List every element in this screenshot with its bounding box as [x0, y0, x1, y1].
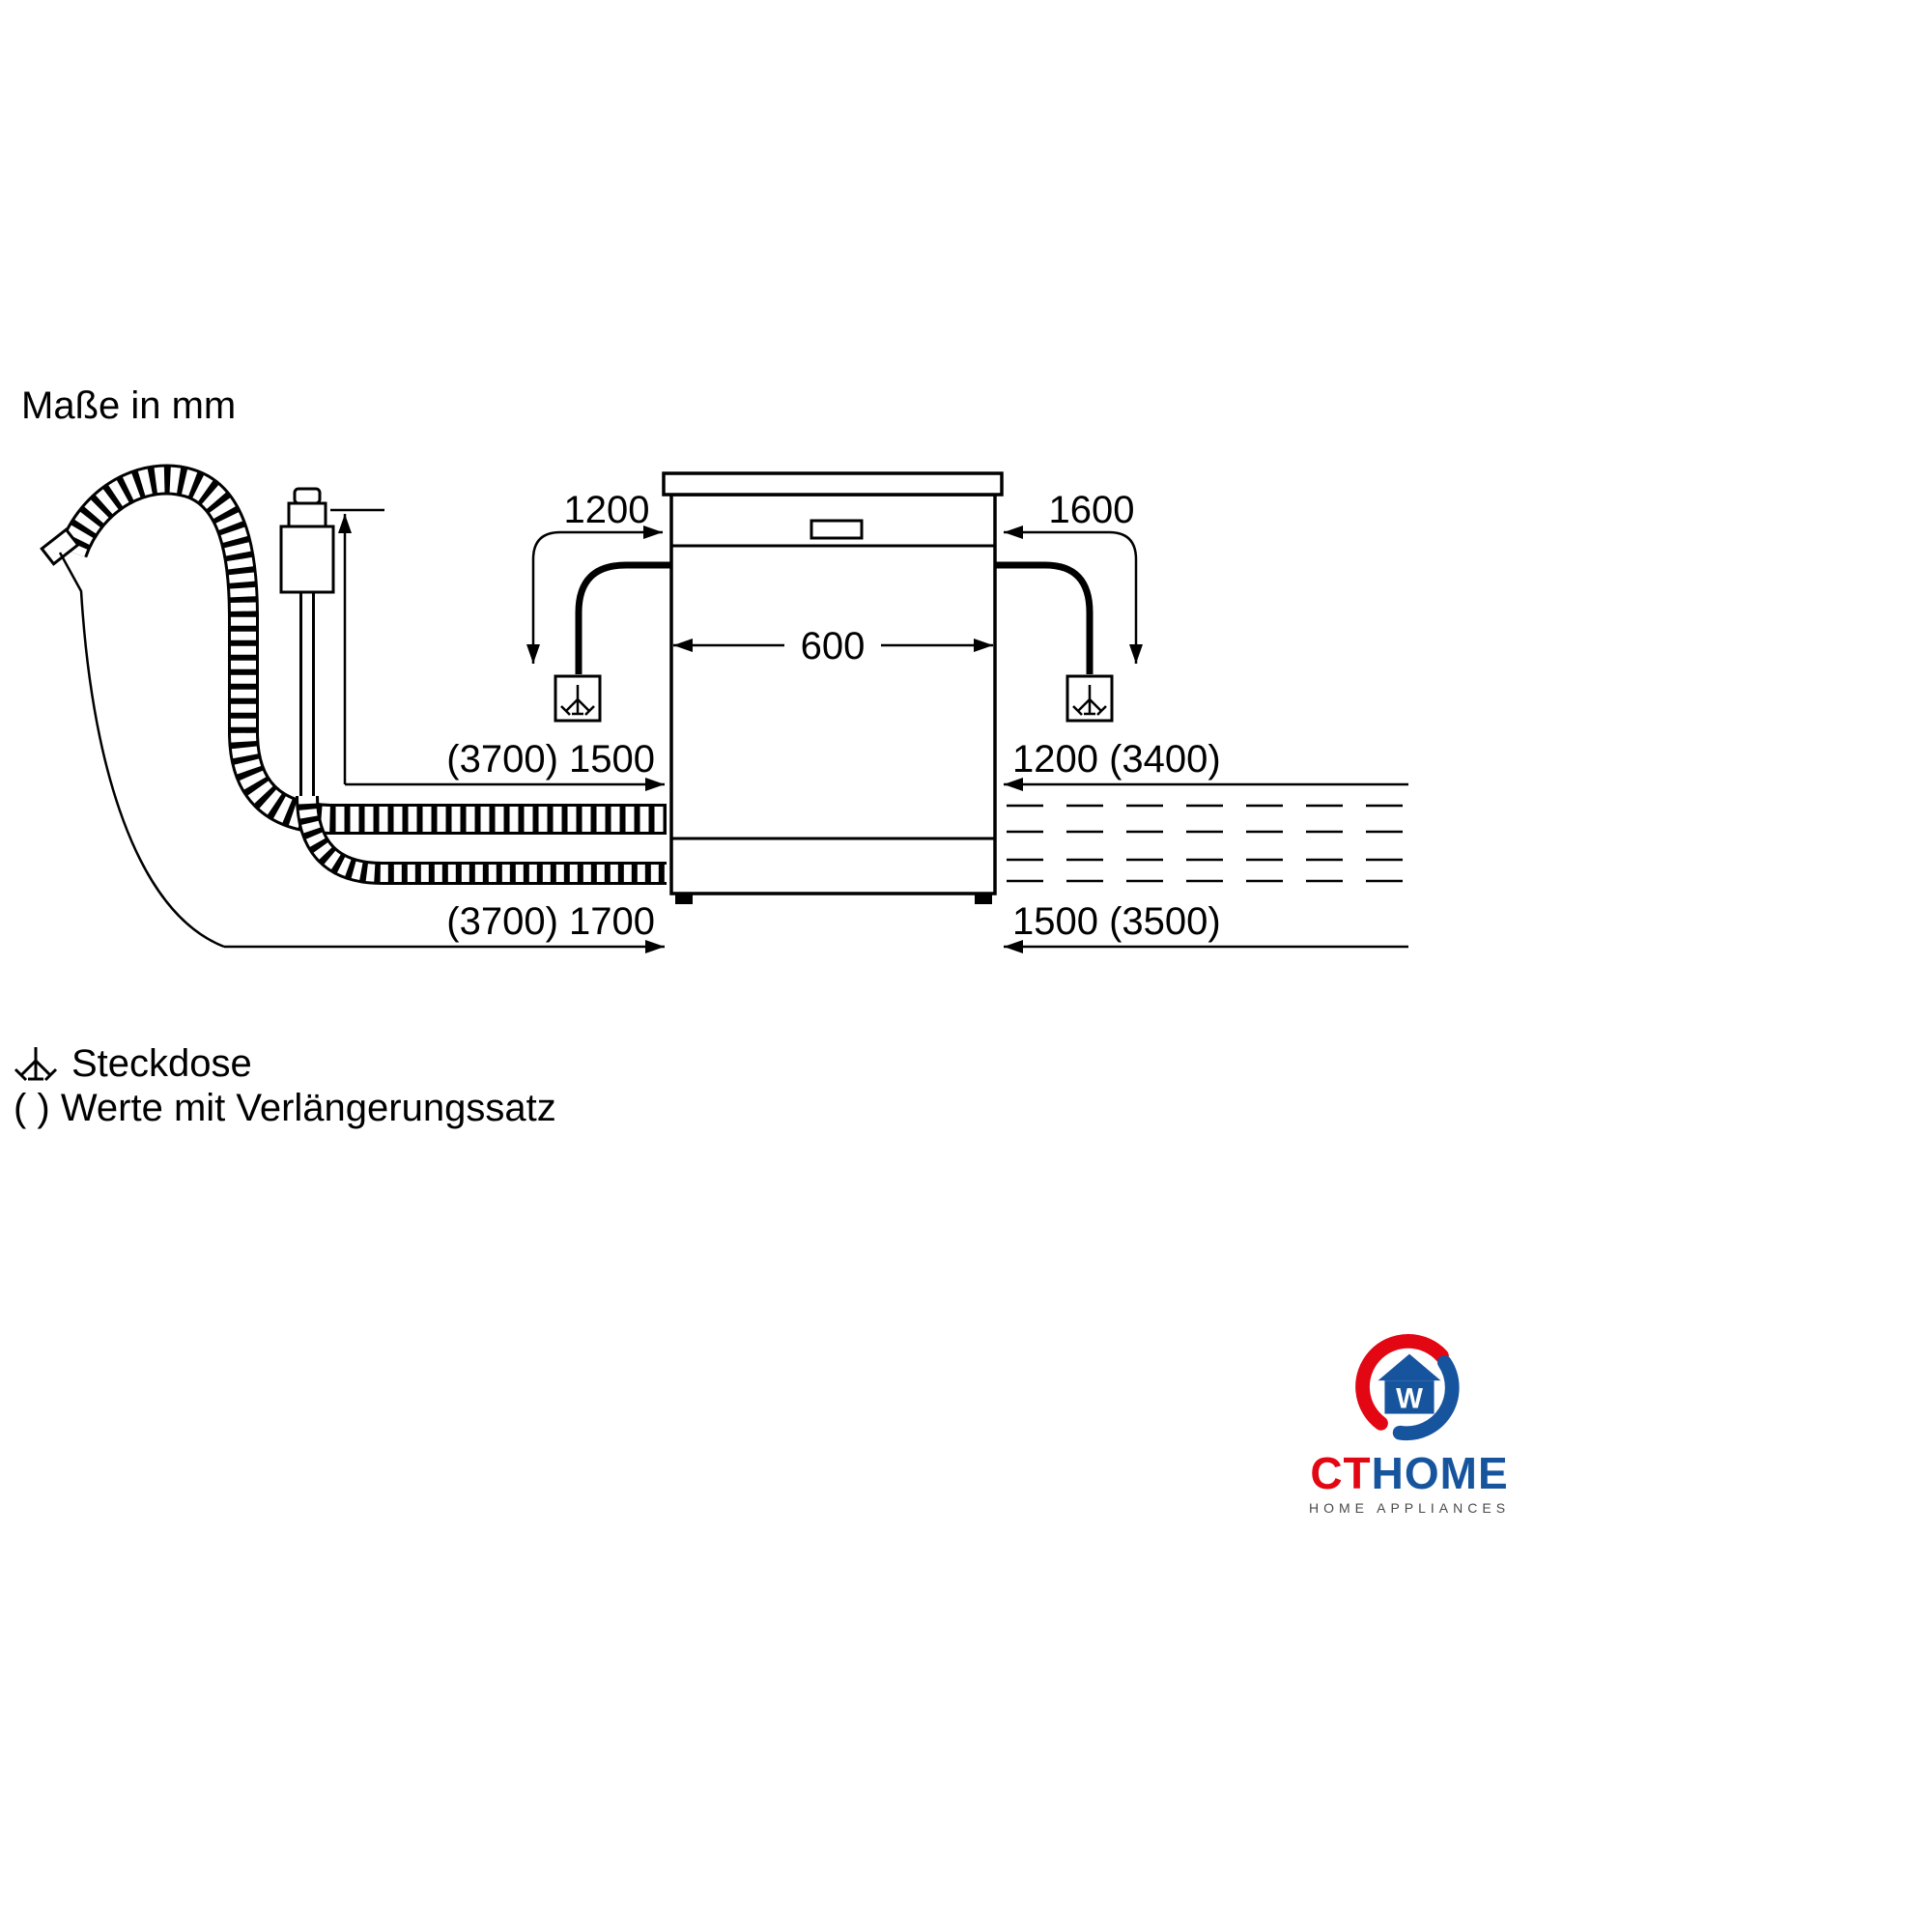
logo-brand-home: HOME [1371, 1448, 1509, 1498]
dishwasher-body [669, 493, 997, 895]
socket-symbol-left [554, 674, 602, 723]
drain-hose-end-cap [40, 527, 80, 566]
socket-icon [14, 1047, 58, 1082]
foot-right [975, 894, 992, 904]
dim-label-socket-left: 1200 [564, 489, 650, 531]
cthome-logo: W CTHOME HOME APPLIANCES [1308, 1331, 1511, 1516]
dimension-lines [58, 508, 1408, 953]
dishwasher [662, 471, 1004, 904]
dishwasher-handle [810, 519, 864, 540]
logo-brand-ct: CT [1310, 1448, 1372, 1498]
supply-hose [296, 590, 667, 885]
dim-socket-right-line [1004, 526, 1143, 664]
logo-house-roof [1378, 1353, 1441, 1381]
legend: Steckdose ( ) Werte mit Verlängerungssat… [14, 1041, 556, 1130]
dim-label-socket-right: 1600 [1049, 489, 1135, 531]
legend-socket-label: Steckdose [71, 1041, 252, 1085]
dim-socket-left-line [526, 526, 663, 664]
logo-tagline: HOME APPLIANCES [1308, 1500, 1511, 1516]
foot-left [675, 894, 693, 904]
logo-house-body [1384, 1380, 1435, 1414]
logo-house-letter: W [1396, 1383, 1423, 1415]
cthome-logo-mark: W [1355, 1333, 1460, 1441]
legend-extension-note: ( ) Werte mit Verlängerungssatz [14, 1086, 556, 1129]
tap-connector [279, 487, 335, 594]
dim-label-lower-right: 1500 (3500) [1012, 900, 1221, 943]
dim-drain-leader-curve [58, 552, 225, 949]
dim-label-width: 600 [801, 625, 866, 668]
legend-socket-row: Steckdose [14, 1041, 556, 1086]
socket-symbol-right [1065, 674, 1114, 723]
logo-brand-text: CTHOME [1310, 1451, 1508, 1495]
dishwasher-top [662, 471, 1004, 497]
drain-hose [40, 464, 667, 835]
extension-dashed-lines [1007, 804, 1408, 883]
legend-extension-row: ( ) Werte mit Verlängerungssatz [14, 1086, 556, 1130]
page-title: Maße in mm [21, 384, 237, 427]
dim-label-lower-left: (3700) 1700 [446, 900, 655, 943]
dim-label-upper-left: (3700) 1500 [446, 738, 655, 781]
power-cord-left [575, 561, 671, 674]
dim-label-upper-right: 1200 (3400) [1012, 738, 1221, 781]
power-cord-right [995, 561, 1094, 674]
